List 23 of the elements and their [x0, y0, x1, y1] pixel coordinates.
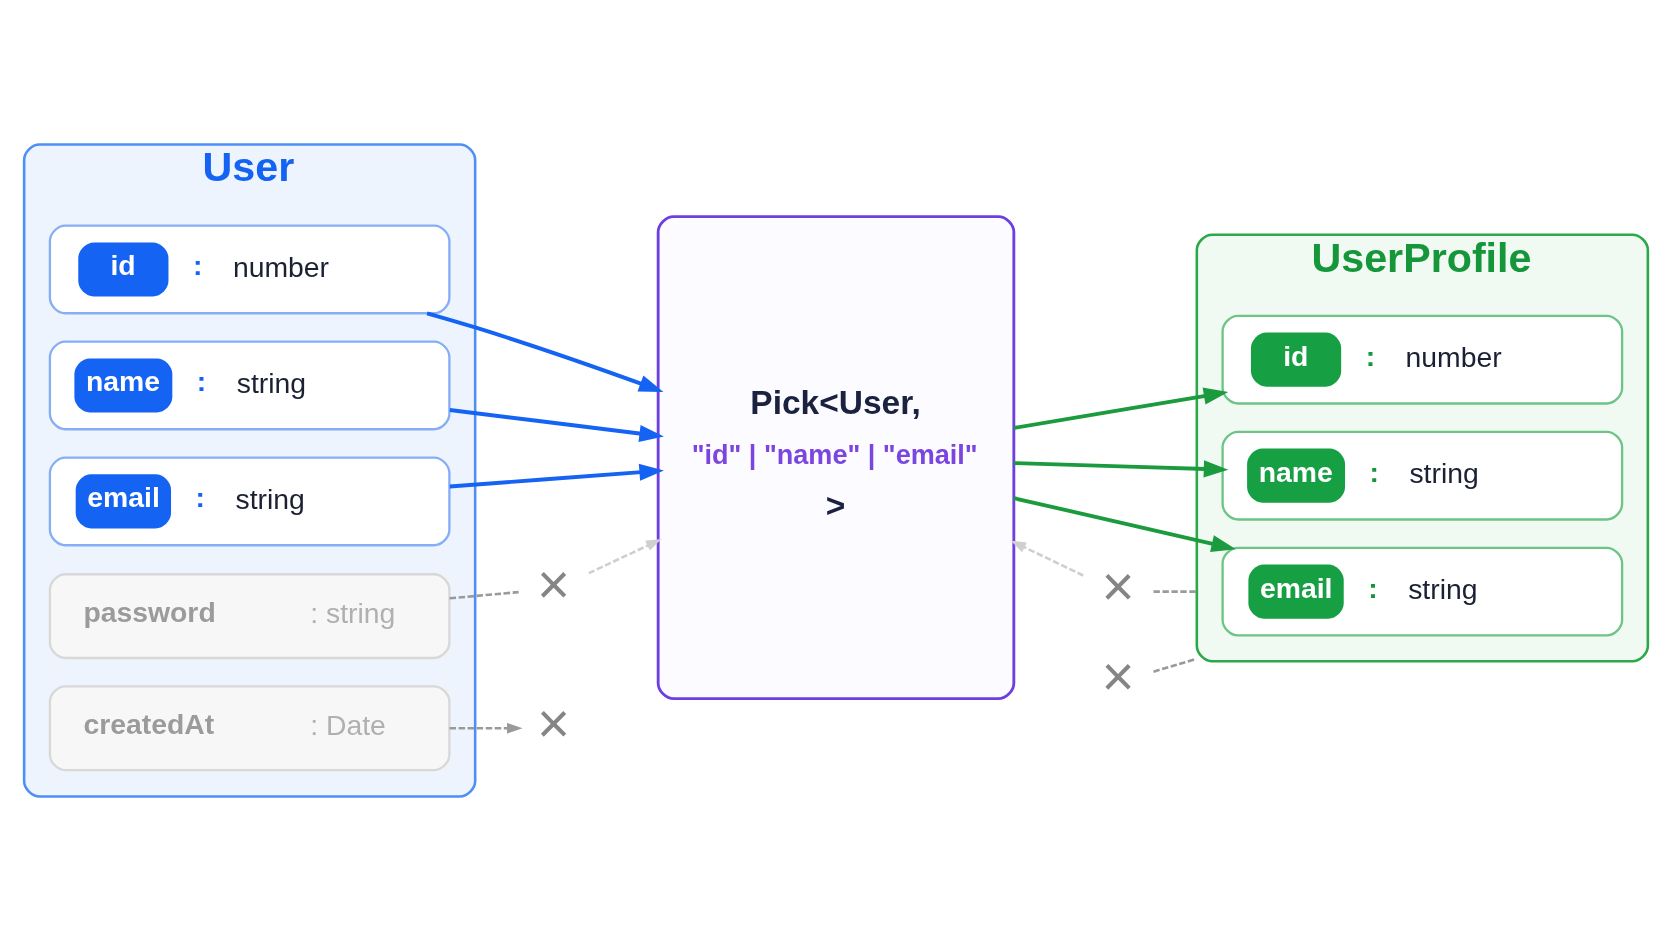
node-box: createdAt : Date [48, 685, 451, 772]
arrow [1013, 460, 1229, 478]
node-text: × [537, 691, 571, 755]
node-box: name : string [48, 340, 451, 431]
node-text: × [1101, 645, 1135, 709]
node-box: password : string [48, 573, 451, 660]
node-box: email : string [48, 456, 451, 547]
node-text: × [1101, 555, 1135, 619]
connector [449, 590, 519, 600]
arrow [449, 463, 664, 489]
arrow [1010, 540, 1084, 577]
node-box: email : string [1221, 546, 1624, 637]
node-box: id : number [1221, 314, 1624, 405]
node-box: name : string [1221, 430, 1624, 521]
node-text: × [537, 552, 571, 616]
arrow [449, 408, 664, 443]
node-box: Pick<User, "id" | "name" | "email" > [656, 215, 1016, 700]
arrow [449, 722, 523, 734]
node-box: id : number [48, 224, 451, 315]
arrow [1013, 387, 1229, 430]
connector [1153, 590, 1197, 593]
arrow [588, 539, 662, 575]
arrow [1013, 496, 1236, 552]
